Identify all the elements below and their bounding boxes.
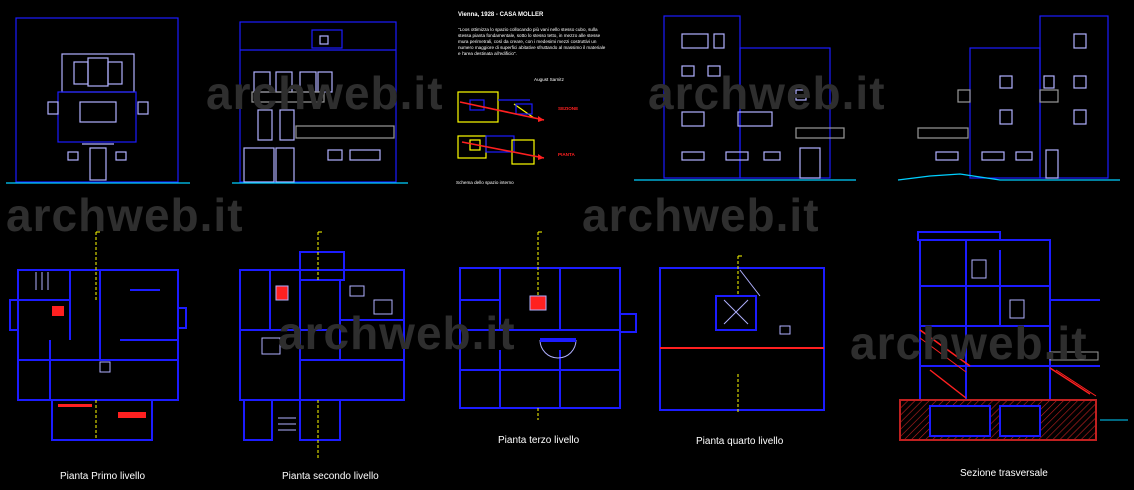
watermark: archweb.it [850, 317, 1088, 369]
label-plan-level-4: Pianta quarto livello [696, 436, 784, 447]
watermark: archweb.it [206, 67, 444, 119]
plan-level-1 [9, 231, 187, 441]
elevation-garden [634, 15, 856, 181]
note-body: "Loos ottimizza lo spazio collocando più… [458, 27, 606, 56]
note-title: Vienna, 1928 - CASA MOLLER [458, 12, 544, 18]
elevation-rear [897, 15, 1120, 181]
watermark: archweb.it [582, 189, 820, 241]
plan-level-3 [459, 231, 637, 420]
label-plan-level-3: Pianta terzo livello [498, 435, 580, 446]
cross-section [899, 231, 1128, 441]
note-author: August Sarnitz [534, 77, 564, 82]
note-label-section: SEZIONE [558, 106, 579, 111]
label-plan-level-2: Pianta secondo livello [282, 471, 379, 482]
plan-level-2 [239, 231, 405, 460]
note-label-plan: PIANTA [558, 152, 575, 157]
plan-level-4 [659, 255, 825, 414]
elevation-side [232, 21, 408, 184]
space-schema-plan [457, 135, 545, 165]
space-schema-section [457, 91, 545, 123]
watermark: archweb.it [6, 189, 244, 241]
label-cross-section: Sezione trasversale [960, 468, 1048, 479]
watermark: archweb.it [648, 67, 886, 119]
watermark: archweb.it [278, 307, 516, 359]
label-plan-level-1: Pianta Primo livello [60, 471, 146, 482]
elevation-front [6, 17, 190, 184]
note-caption: Schema dello spazio interno [456, 180, 514, 185]
